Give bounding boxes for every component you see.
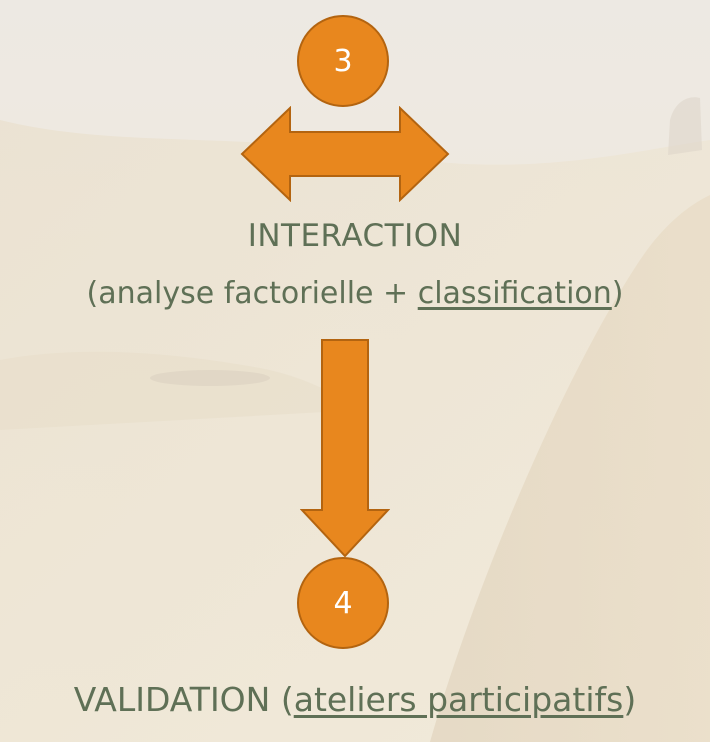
step-4-circle: 4 <box>297 557 389 649</box>
validation-caption: VALIDATION (ateliers participatifs) <box>0 680 710 719</box>
interaction-detail-suffix: ) <box>611 276 624 311</box>
classification-link[interactable]: classification <box>417 276 612 311</box>
validation-prefix: VALIDATION ( <box>73 680 294 719</box>
step-3-circle: 3 <box>297 15 389 107</box>
left-right-arrow-icon <box>240 106 450 202</box>
ateliers-participatifs-link[interactable]: ateliers participatifs <box>293 680 624 719</box>
interaction-detail: (analyse factorielle + classification) <box>0 276 710 311</box>
interaction-title: INTERACTION <box>247 218 463 254</box>
validation-suffix: ) <box>623 680 637 719</box>
interaction-detail-prefix: (analyse factorielle + <box>86 276 418 311</box>
step-3-number: 3 <box>333 43 353 79</box>
down-arrow-icon <box>300 339 390 558</box>
step-4-number: 4 <box>333 585 353 621</box>
